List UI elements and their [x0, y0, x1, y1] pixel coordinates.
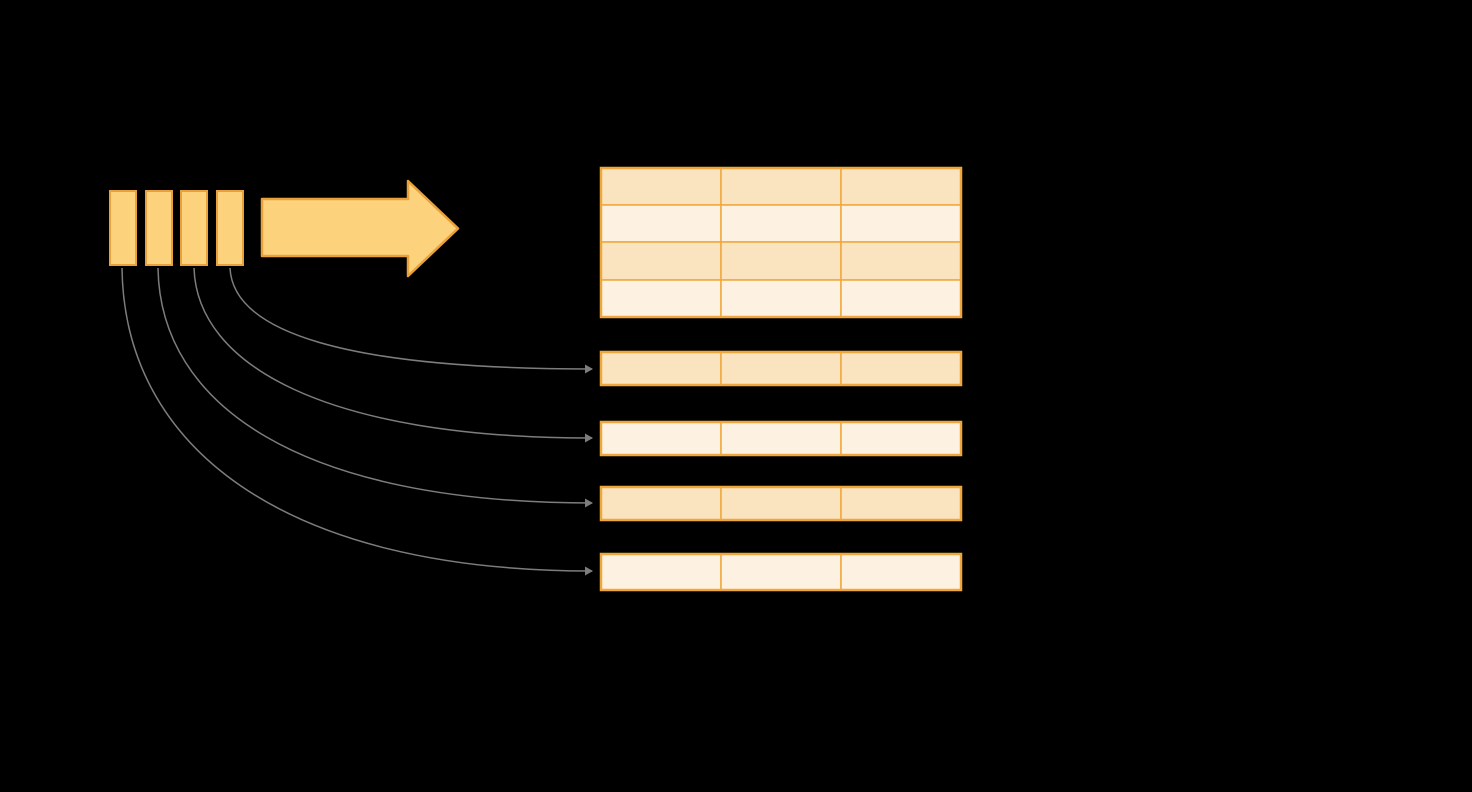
- row-table-1-border: [599, 350, 963, 387]
- row-table-2-cell-2: [720, 421, 842, 456]
- row-table-2-cell-3: [840, 421, 962, 456]
- stream-bar-3: [180, 190, 208, 266]
- grid-cell-r1c3: [840, 167, 962, 206]
- row-table-4-border: [599, 552, 963, 592]
- grid-cell-r4c1: [600, 279, 722, 318]
- row-table-1-cell-3: [840, 351, 962, 386]
- grid-cell-r3c1: [600, 241, 722, 281]
- row-table-3-cell-3: [840, 486, 962, 521]
- row-table-1: [599, 350, 963, 387]
- row-table-2-border: [599, 420, 963, 457]
- row-table-4-cell-1: [600, 553, 722, 591]
- stream-bar-2: [145, 190, 173, 266]
- row-table-4: [599, 552, 963, 592]
- grid-cell-r1c1: [600, 167, 722, 206]
- connector-bar2-to-row-table-3: [157, 267, 593, 508]
- connectors: [121, 267, 593, 576]
- row-table-3: [599, 485, 963, 522]
- grid-cell-r4c3: [840, 279, 962, 318]
- row-table-3-cell-1: [600, 486, 722, 521]
- connector-bar1-to-row-table-4: [121, 267, 593, 576]
- grid-table-border: [599, 166, 963, 319]
- grid-cell-r3c3: [840, 241, 962, 281]
- grid-cell-r2c2: [720, 204, 842, 243]
- row-table-4-cell-2: [720, 553, 842, 591]
- grid-cell-r3c2: [720, 241, 842, 281]
- grid-cell-r2c1: [600, 204, 722, 243]
- grid-cell-r4c2: [720, 279, 842, 318]
- row-table-2-cell-1: [600, 421, 722, 456]
- row-table-3-border: [599, 485, 963, 522]
- stream-bar-1: [109, 190, 137, 266]
- row-table-3-cell-2: [720, 486, 842, 521]
- flow-arrow-icon: [260, 179, 460, 278]
- connector-bar4-to-row-table-1: [229, 267, 593, 374]
- row-table-4-cell-3: [840, 553, 962, 591]
- row-table-1-cell-2: [720, 351, 842, 386]
- row-table-2: [599, 420, 963, 457]
- stream-bar-4: [216, 190, 244, 266]
- connector-bar3-to-row-table-2: [193, 267, 593, 443]
- grid-table: [599, 166, 963, 319]
- row-table-1-cell-1: [600, 351, 722, 386]
- grid-cell-r1c2: [720, 167, 842, 206]
- stream-bars: [109, 190, 244, 266]
- grid-cell-r2c3: [840, 204, 962, 243]
